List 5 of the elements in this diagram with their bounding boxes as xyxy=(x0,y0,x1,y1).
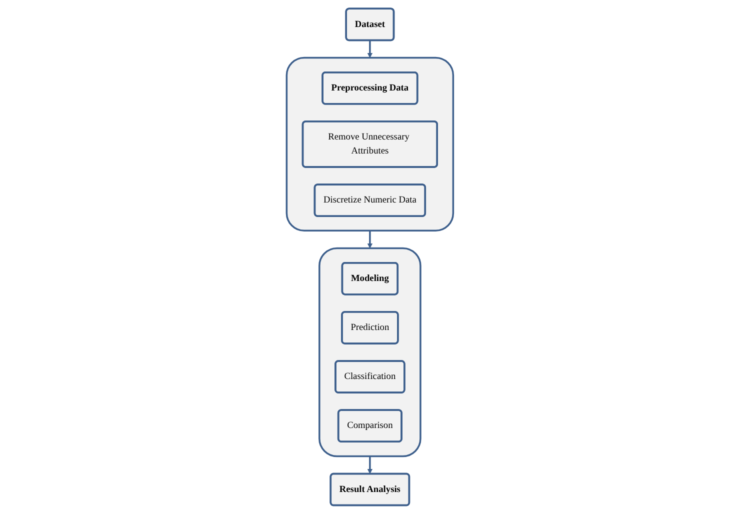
arrow xyxy=(367,40,373,58)
cluster xyxy=(286,56,454,232)
cluster xyxy=(318,247,422,458)
arrow xyxy=(367,230,373,248)
arrow xyxy=(367,456,373,474)
